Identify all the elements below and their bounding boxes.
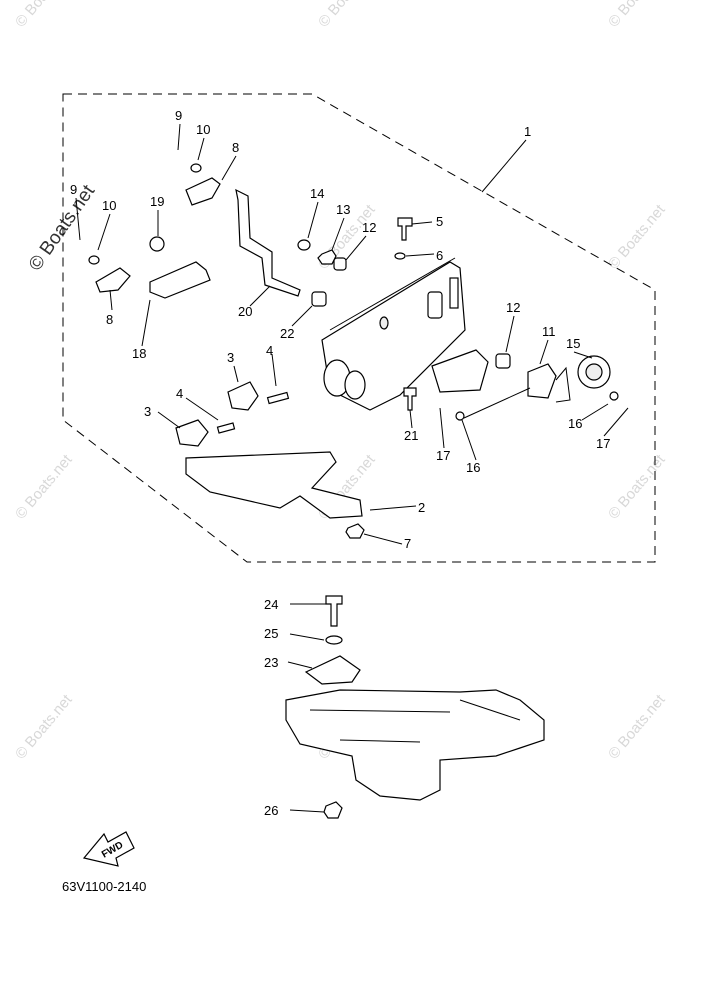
callout-label: 8 — [106, 312, 113, 327]
base-plate — [185, 451, 363, 519]
callout-label: 12 — [362, 220, 376, 235]
bushing — [495, 353, 511, 369]
watermark: © Boats.net — [605, 0, 669, 31]
forward-arrow-icon: FWD — [82, 831, 135, 867]
callout-label: 17 — [436, 448, 450, 463]
shift-link — [149, 261, 211, 299]
callout-label: 12 — [506, 300, 520, 315]
callout-label: 22 — [280, 326, 294, 341]
washer — [609, 391, 619, 401]
callout-label: 11 — [542, 324, 556, 339]
throttle-cam — [585, 363, 603, 381]
bushing — [149, 236, 165, 252]
watermark: © Boats.net — [12, 451, 76, 523]
watermark: © Boats.net — [605, 451, 669, 523]
pin — [266, 391, 290, 405]
watermark: © Boats.net — [12, 0, 76, 31]
plate — [304, 655, 361, 685]
callout-label: 3 — [144, 404, 151, 419]
shift-lever — [95, 267, 131, 293]
callout-label: 7 — [404, 536, 411, 551]
washer — [190, 163, 202, 173]
callout-labels: 1 2 3 3 4 4 5 6 7 8 8 9 9 10 10 11 12 12… — [70, 108, 610, 818]
callout-label: 13 — [336, 202, 350, 217]
bracket — [227, 381, 259, 411]
bushing — [311, 291, 327, 307]
washer — [297, 239, 311, 251]
assembly-boundary — [62, 93, 656, 563]
callout-label: 21 — [404, 428, 418, 443]
bolt — [403, 387, 417, 411]
callout-label: 17 — [596, 436, 610, 451]
callout-label: 9 — [175, 108, 182, 123]
watermark: © Boats.net — [605, 201, 669, 273]
callout-label: 8 — [232, 140, 239, 155]
callout-label: 9 — [70, 182, 77, 197]
nut — [345, 523, 365, 539]
callout-label: 3 — [227, 350, 234, 365]
swivel-bracket — [285, 689, 545, 801]
callout-label: 6 — [436, 248, 443, 263]
watermark-prominent: © Boats.net — [25, 181, 100, 275]
bolt — [325, 595, 343, 627]
callout-label: 14 — [310, 186, 324, 201]
callout-label: 4 — [176, 386, 183, 401]
callout-label: 4 — [266, 343, 273, 358]
nut — [323, 801, 343, 819]
callout-label: 25 — [264, 626, 278, 641]
callout-label: 26 — [264, 803, 278, 818]
callout-label: 18 — [132, 346, 146, 361]
callout-label: 19 — [150, 194, 164, 209]
washer — [394, 252, 406, 260]
callout-label: 16 — [466, 460, 480, 475]
engine-housing — [321, 257, 466, 411]
callout-label: 10 — [102, 198, 116, 213]
callout-label: 10 — [196, 122, 210, 137]
callout-label: 1 — [524, 124, 531, 139]
watermark: © Boats.net — [315, 0, 379, 31]
washer — [455, 411, 465, 421]
callout-label: 5 — [436, 214, 443, 229]
callout-label: 24 — [264, 597, 278, 612]
throttle-lever — [185, 177, 221, 206]
link-rod-wire — [555, 366, 571, 403]
watermark: © Boats.net — [12, 691, 76, 763]
pin — [216, 422, 236, 434]
bushing — [333, 257, 347, 271]
callout-label: 20 — [238, 304, 252, 319]
link-rod — [527, 363, 557, 399]
washer — [325, 635, 343, 645]
throttle-link — [235, 188, 301, 297]
leader-lines — [75, 123, 629, 813]
nut — [317, 249, 337, 265]
diagram-code: 63V1100-2140 — [62, 879, 146, 894]
watermark: © Boats.net — [605, 691, 669, 763]
callout-label: 15 — [566, 336, 580, 351]
callout-label: 16 — [568, 416, 582, 431]
washer — [88, 255, 100, 265]
bolt — [397, 217, 413, 241]
link-wire — [463, 387, 531, 419]
bracket — [175, 419, 209, 447]
callout-label: 23 — [264, 655, 278, 670]
callout-label: 2 — [418, 500, 425, 515]
carburetor-assembly — [431, 349, 489, 393]
